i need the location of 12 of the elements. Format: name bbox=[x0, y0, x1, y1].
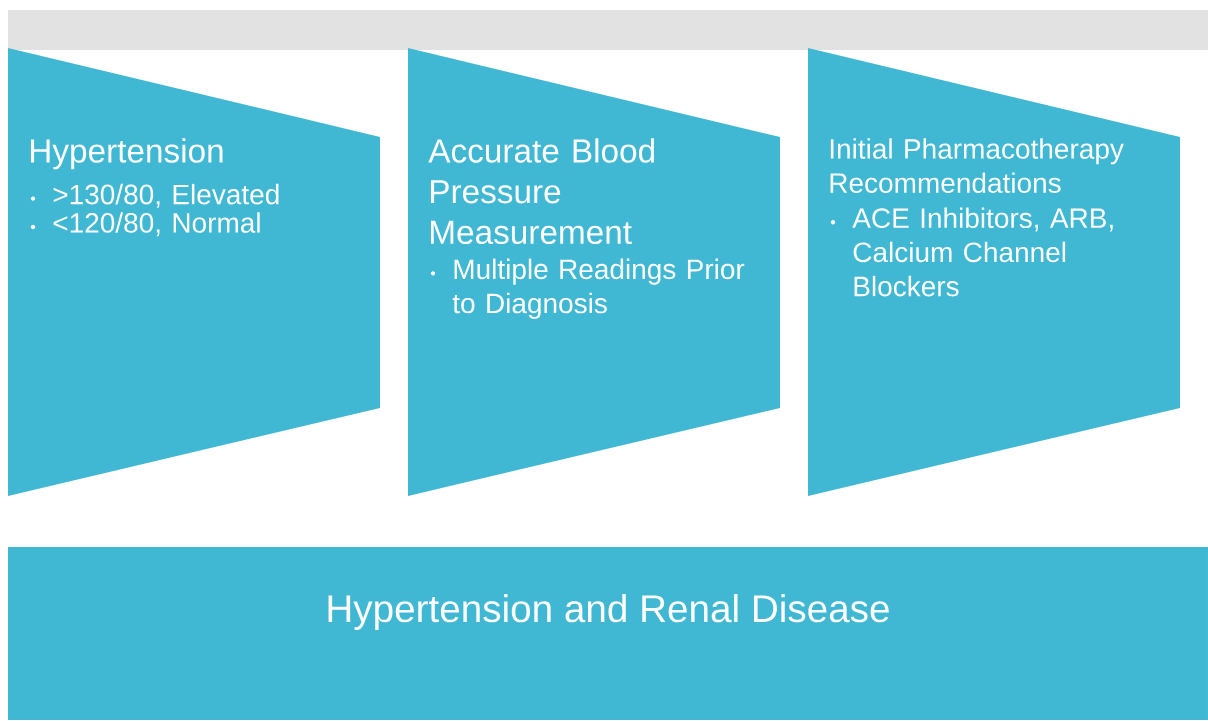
banner-box bbox=[8, 547, 1208, 720]
bullet-item: >130/80, Elevated bbox=[53, 183, 279, 208]
banner-title: Hypertension and Renal Disease bbox=[328, 593, 889, 630]
bullet-item: <120/80, Normal bbox=[53, 212, 260, 237]
heading: Hypertension bbox=[31, 138, 223, 170]
chevron-box bbox=[808, 48, 1180, 496]
heading: Accurate Blood Pressure Measurement bbox=[428, 138, 654, 245]
chevron-box bbox=[8, 48, 380, 496]
heading: Initial Pharmacotherapy Recommendations bbox=[830, 138, 1124, 193]
bullet-item: ACE Inhibitors, ARB, Calcium Channel Blockers bbox=[852, 207, 1113, 297]
bullet-item: Multiple Readings Prior to Diagnosis bbox=[452, 258, 745, 319]
chevron-box bbox=[408, 48, 780, 496]
